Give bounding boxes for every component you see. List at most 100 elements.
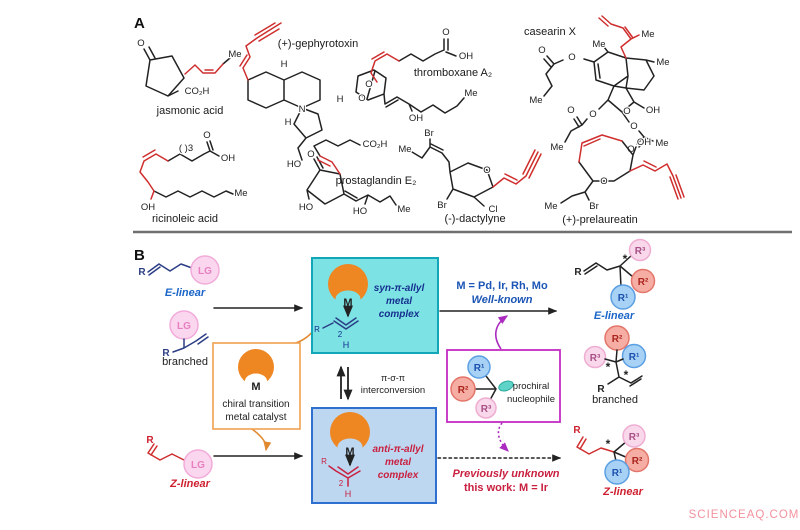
structure-name: (-)-dactylyne [444, 213, 505, 225]
atom-label: O [442, 27, 449, 38]
r3-label: R³ [590, 353, 601, 364]
metal-label: M [251, 381, 260, 393]
catalyst-text-line1: chiral transition [222, 399, 289, 410]
metal-catalyst-icon-bite [245, 373, 267, 389]
r3-circle [475, 397, 497, 419]
atom-label: H [285, 117, 292, 128]
syn-box-frame [311, 257, 439, 354]
leaving-group-circle [183, 449, 213, 479]
r1-circle [610, 284, 636, 310]
interconversion-line1: π-σ-π [381, 373, 405, 383]
r2-circle [624, 447, 650, 473]
r1-label: R¹ [629, 352, 640, 363]
bonds-red [184, 63, 224, 75]
bonds-black [355, 38, 465, 114]
syn-text-line3: complex [379, 309, 420, 320]
structure-gephyrotoxin: H H H N HO (+)-gephyrotoxin [239, 22, 358, 171]
bonds-black [247, 71, 323, 161]
structure-name: prostaglandin E₂ [336, 175, 417, 187]
atom-label: O [567, 105, 574, 116]
atom-label: Br [589, 201, 599, 212]
atom-label: OH [646, 105, 660, 116]
catalyst-arrow-down [251, 428, 272, 452]
allyl-bonds [328, 465, 361, 487]
lone-pair-lobe [498, 380, 514, 392]
r3-circle [583, 345, 607, 369]
panel-b-letter: B [134, 247, 145, 264]
metal-catalyst-icon-bite [335, 290, 361, 308]
r1-label: R¹ [618, 293, 629, 304]
atom-label: OH [637, 137, 651, 148]
nucleophile-arrow-down-dashed [497, 422, 509, 452]
structure-jasmonic-acid: O Me CO₂H jasmonic acid [136, 37, 243, 117]
watermark: SCIENCEAQ.COM [689, 509, 800, 521]
bonds-red [139, 149, 169, 200]
r2-label: R² [458, 385, 469, 396]
atom-label: O [538, 45, 545, 56]
bonds [172, 333, 209, 353]
bonds [583, 254, 634, 288]
substrate-z-linear: R LG Z-linear [146, 435, 213, 490]
r-group-label: R [146, 435, 154, 446]
nucleophile-arrow-up [494, 315, 509, 350]
bonds-red [598, 15, 640, 59]
r2-circle [450, 376, 476, 402]
unknown-path-line1: Previously unknown [453, 468, 560, 480]
syn-complex-box: M R 2 H syn-π-allyl metal complex [311, 257, 439, 354]
bonds-red [239, 22, 282, 81]
atom-label: O [365, 79, 372, 90]
nucleophile-box: R¹ R² R³ prochiral nucleophile [446, 349, 561, 423]
bonds-black [306, 139, 397, 206]
atom-label: Br [437, 200, 447, 211]
r1-circle [604, 459, 630, 485]
r3-label: R³ [481, 404, 492, 415]
metal-label: M [345, 446, 354, 458]
leaving-group-label: LG [191, 460, 205, 471]
stereocenter-star: * [623, 252, 628, 266]
r2-label: R² [612, 334, 623, 345]
bonds-black [143, 46, 231, 97]
metal-catalyst-icon [238, 349, 274, 385]
structure-ricinoleic: ( )3 O OH OH Me ricinoleic acid [139, 129, 249, 225]
r1-label: R¹ [474, 363, 485, 374]
atom-label: Me [550, 142, 563, 153]
bonds [576, 436, 615, 455]
product-branched: R² R³ R¹ * * R branched [583, 325, 647, 406]
known-path-line1: M = Pd, Ir, Rh, Mo [456, 280, 548, 292]
unknown-path-line2: this work: M = Ir [464, 482, 549, 494]
atom-label: Me [398, 144, 411, 155]
atom-label: N [299, 104, 306, 115]
substrate-branched: LG R branched [162, 310, 209, 368]
allyl-bonds [322, 317, 359, 330]
panel-a-letter: A [134, 15, 145, 32]
structure-name: (+)-prelaureatin [562, 214, 638, 226]
metal-catalyst-icon-bite [337, 438, 363, 456]
nucleophile-bonds [474, 375, 497, 401]
atom-label: OH [459, 51, 473, 62]
atom-label: O [137, 38, 144, 49]
atom-label: Me [464, 88, 477, 99]
stereocenter-star: * [606, 360, 611, 374]
known-path-line2: Well-known [472, 294, 533, 306]
r-group-label: R [138, 267, 146, 278]
bonds-black [153, 140, 234, 198]
allyl-position-label: 2 [338, 330, 343, 339]
structure-name: ricinoleic acid [152, 213, 218, 225]
metal-label: M [343, 297, 352, 309]
atom-label: H [337, 94, 344, 105]
bonds-black [411, 138, 494, 207]
substrate-label: branched [162, 356, 208, 368]
nucleophile-text-line2: nucleophile [507, 394, 555, 405]
r-group-label: R [573, 425, 581, 436]
atom-label: Me [228, 49, 241, 60]
product-label: E-linear [594, 310, 635, 322]
atom-label: HO [299, 202, 313, 213]
catalyst-arrow-up [257, 314, 323, 348]
atom-label: O [623, 106, 630, 117]
syn-text-line1: syn-π-allyl [374, 283, 425, 294]
leaving-group-label: LG [177, 321, 191, 332]
atom-label: Br [424, 128, 434, 139]
catalyst-text-line2: metal catalyst [225, 412, 286, 423]
substrate-e-linear: R LG E-linear [138, 255, 220, 299]
